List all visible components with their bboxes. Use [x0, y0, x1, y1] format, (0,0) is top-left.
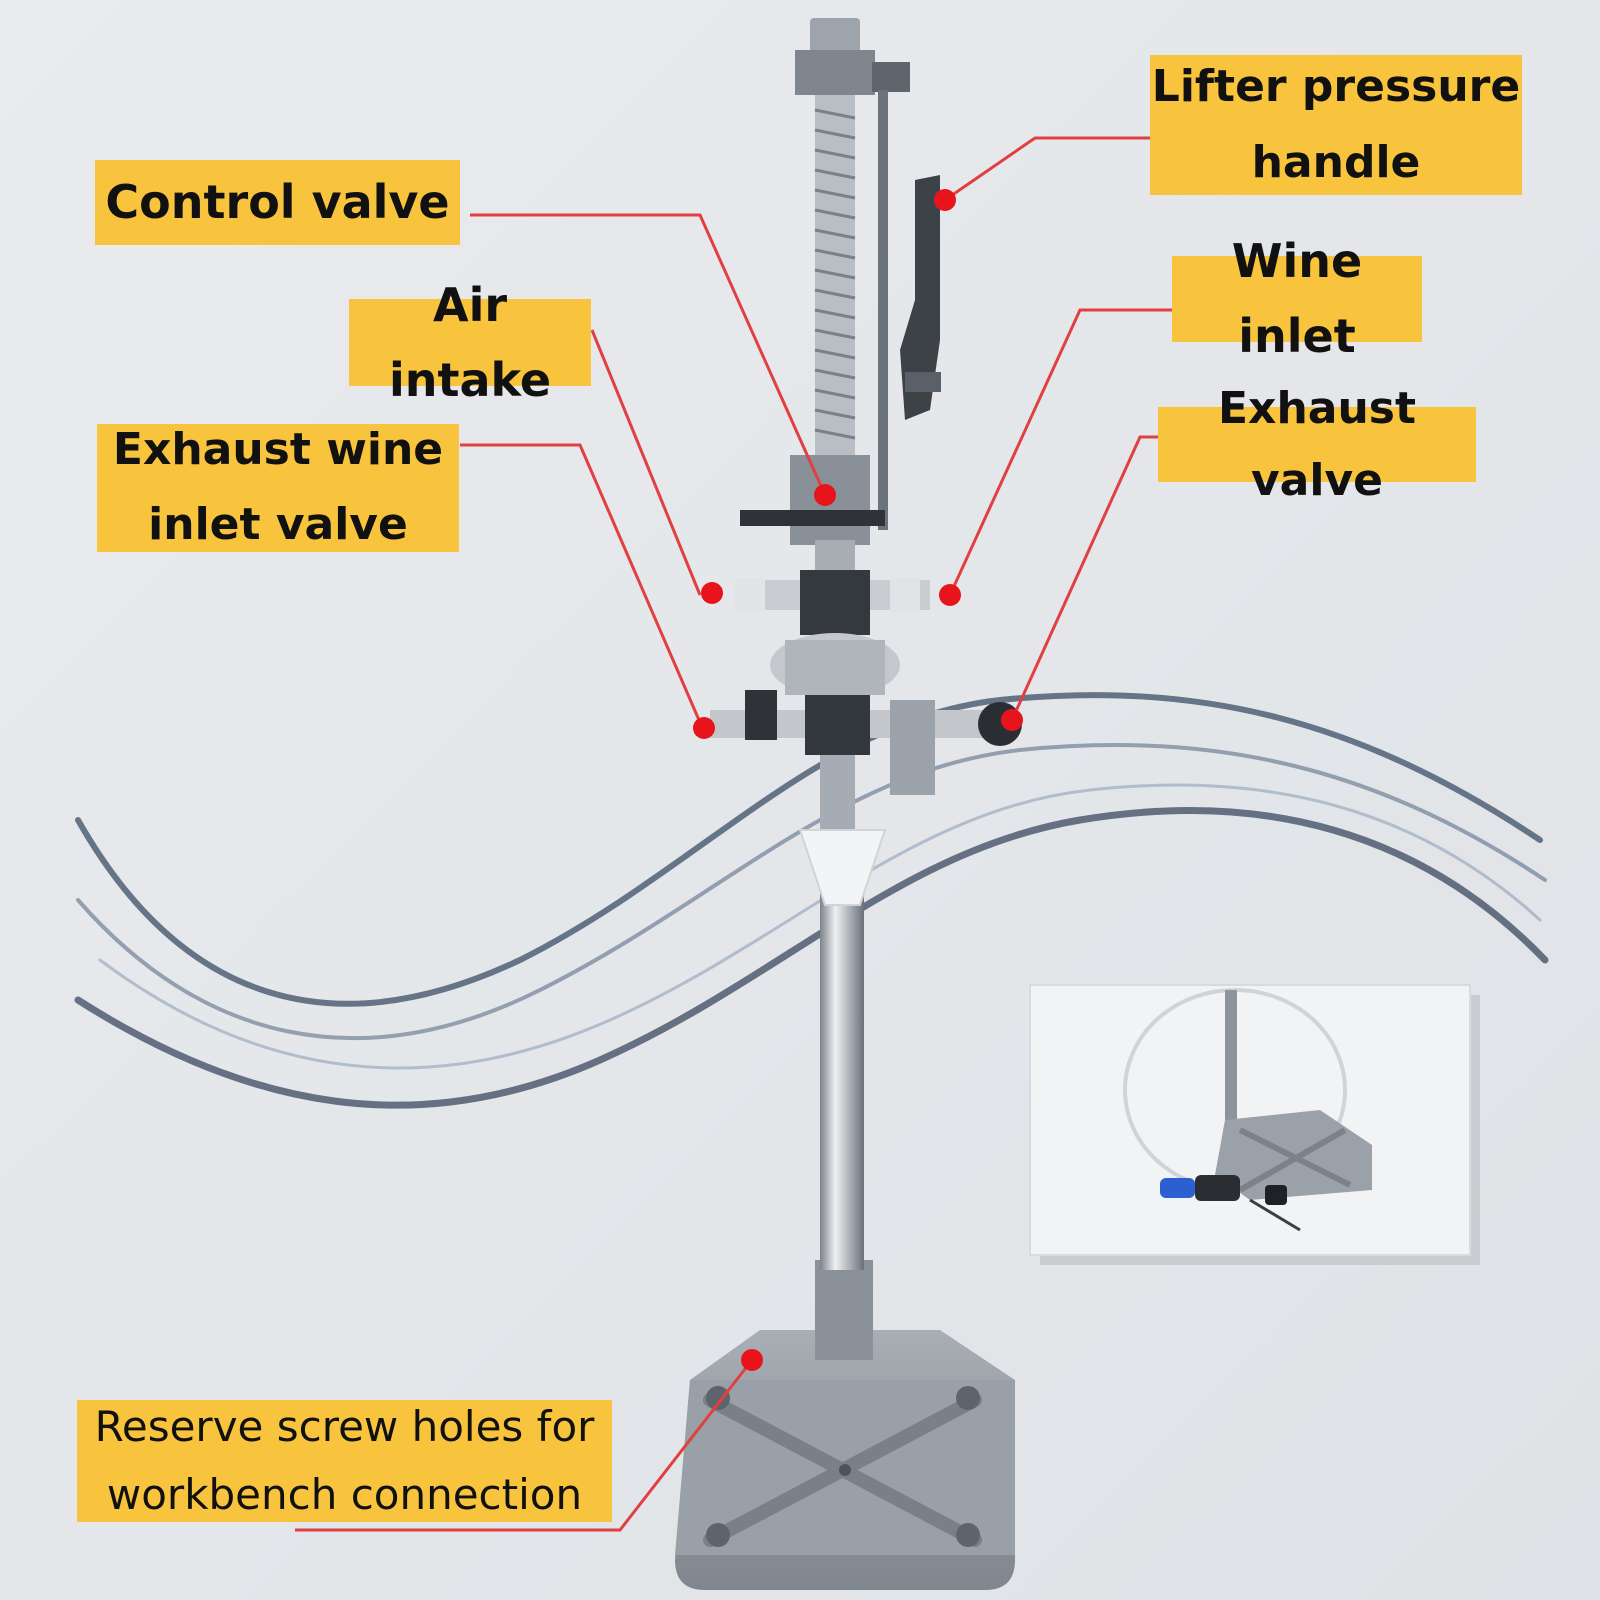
- label-exhaust-wine-inlet-valve: Exhaust wine inlet valve: [97, 424, 459, 552]
- top-cap: [810, 18, 860, 53]
- label-reserve-screw-holes: Reserve screw holes for workbench connec…: [77, 1400, 612, 1522]
- top-bracket: [795, 50, 875, 95]
- dot-exhaustw: [693, 717, 715, 739]
- base-plate: [675, 1330, 1015, 1590]
- screw-threads: [814, 108, 856, 440]
- callout-lines: [295, 136, 1172, 1532]
- support-column: [820, 850, 864, 1270]
- dot-air: [701, 582, 723, 604]
- label-air-intake: Air intake: [349, 278, 591, 407]
- dot-wine: [939, 584, 961, 606]
- dot-control: [814, 484, 836, 506]
- line-wine: [948, 308, 1172, 596]
- callout-dots: [693, 189, 1023, 1371]
- label-control-valve: Control valve: [95, 160, 460, 245]
- control-valve-bar: [740, 510, 885, 526]
- line-air: [590, 329, 702, 596]
- dot-exhaustv: [1001, 709, 1023, 731]
- bracket-knob: [872, 62, 910, 92]
- upper-fitting: [735, 570, 930, 635]
- line-exhaustw: [460, 443, 704, 728]
- dot-lifter: [934, 189, 956, 211]
- line-exhaustv: [1010, 435, 1158, 721]
- label-exhaust-valve: Exhaust valve: [1158, 383, 1476, 506]
- guide-rod: [878, 90, 888, 530]
- line-lifter: [944, 136, 1150, 202]
- line-control: [470, 213, 827, 496]
- lifter-handle: [900, 175, 940, 420]
- label-lifter-pressure-handle: Lifter pressure handle: [1150, 55, 1522, 195]
- filling-nozzle: [798, 829, 887, 906]
- dot-reserve: [741, 1349, 763, 1371]
- column-sleeve: [815, 1260, 873, 1360]
- label-wine-inlet: Wine inlet: [1172, 234, 1422, 363]
- line-reserve: [295, 1359, 754, 1532]
- handle-grip: [905, 372, 941, 392]
- inset-photo: [1029, 984, 1480, 1265]
